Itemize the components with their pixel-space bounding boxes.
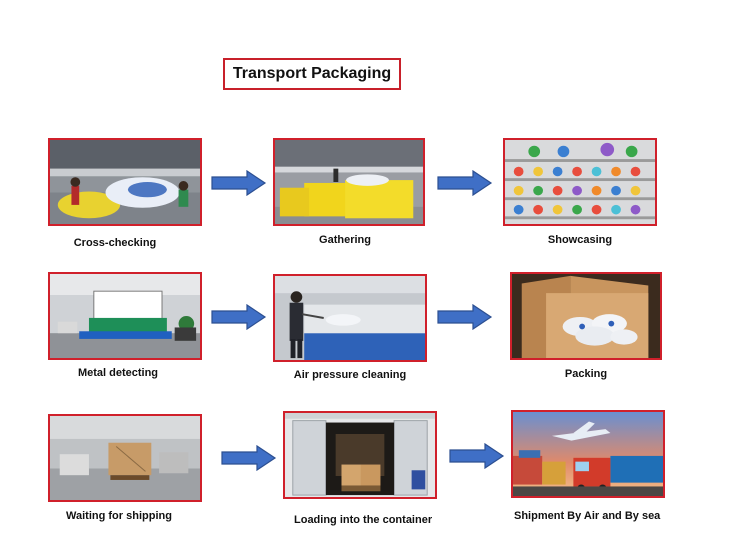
arrow-right-icon (437, 170, 493, 196)
arrow-right-icon (437, 304, 493, 330)
step-label-loading-into-container: Loading into the container (294, 514, 433, 526)
photo-shipment-air-sea (511, 410, 665, 498)
arrow-right-icon (211, 304, 267, 330)
step-label-metal-detecting: Metal detecting (77, 367, 159, 379)
page-title: Transport Packaging (223, 58, 401, 90)
step-label-showcasing: Showcasing (547, 234, 613, 246)
arrow-right-icon (221, 445, 277, 471)
arrow-right-icon (211, 170, 267, 196)
step-label-packing: Packing (564, 368, 608, 380)
photo-loading-into-container (283, 411, 437, 499)
photo-waiting-for-shipping (48, 414, 202, 502)
photo-cross-checking (48, 138, 202, 226)
step-label-shipment-air-sea: Shipment By Air and By sea (514, 510, 661, 522)
photo-metal-detecting (48, 272, 202, 360)
photo-air-pressure-cleaning (273, 274, 427, 362)
step-label-gathering: Gathering (319, 234, 371, 246)
photo-packing (510, 272, 662, 360)
step-label-waiting-for-shipping: Waiting for shipping (66, 510, 172, 522)
step-label-air-pressure-cleaning: Air pressure cleaning (293, 369, 407, 381)
photo-showcasing (503, 138, 657, 226)
step-label-cross-checking: Cross-checking (73, 237, 157, 249)
arrow-right-icon (449, 443, 505, 469)
photo-gathering (273, 138, 425, 226)
